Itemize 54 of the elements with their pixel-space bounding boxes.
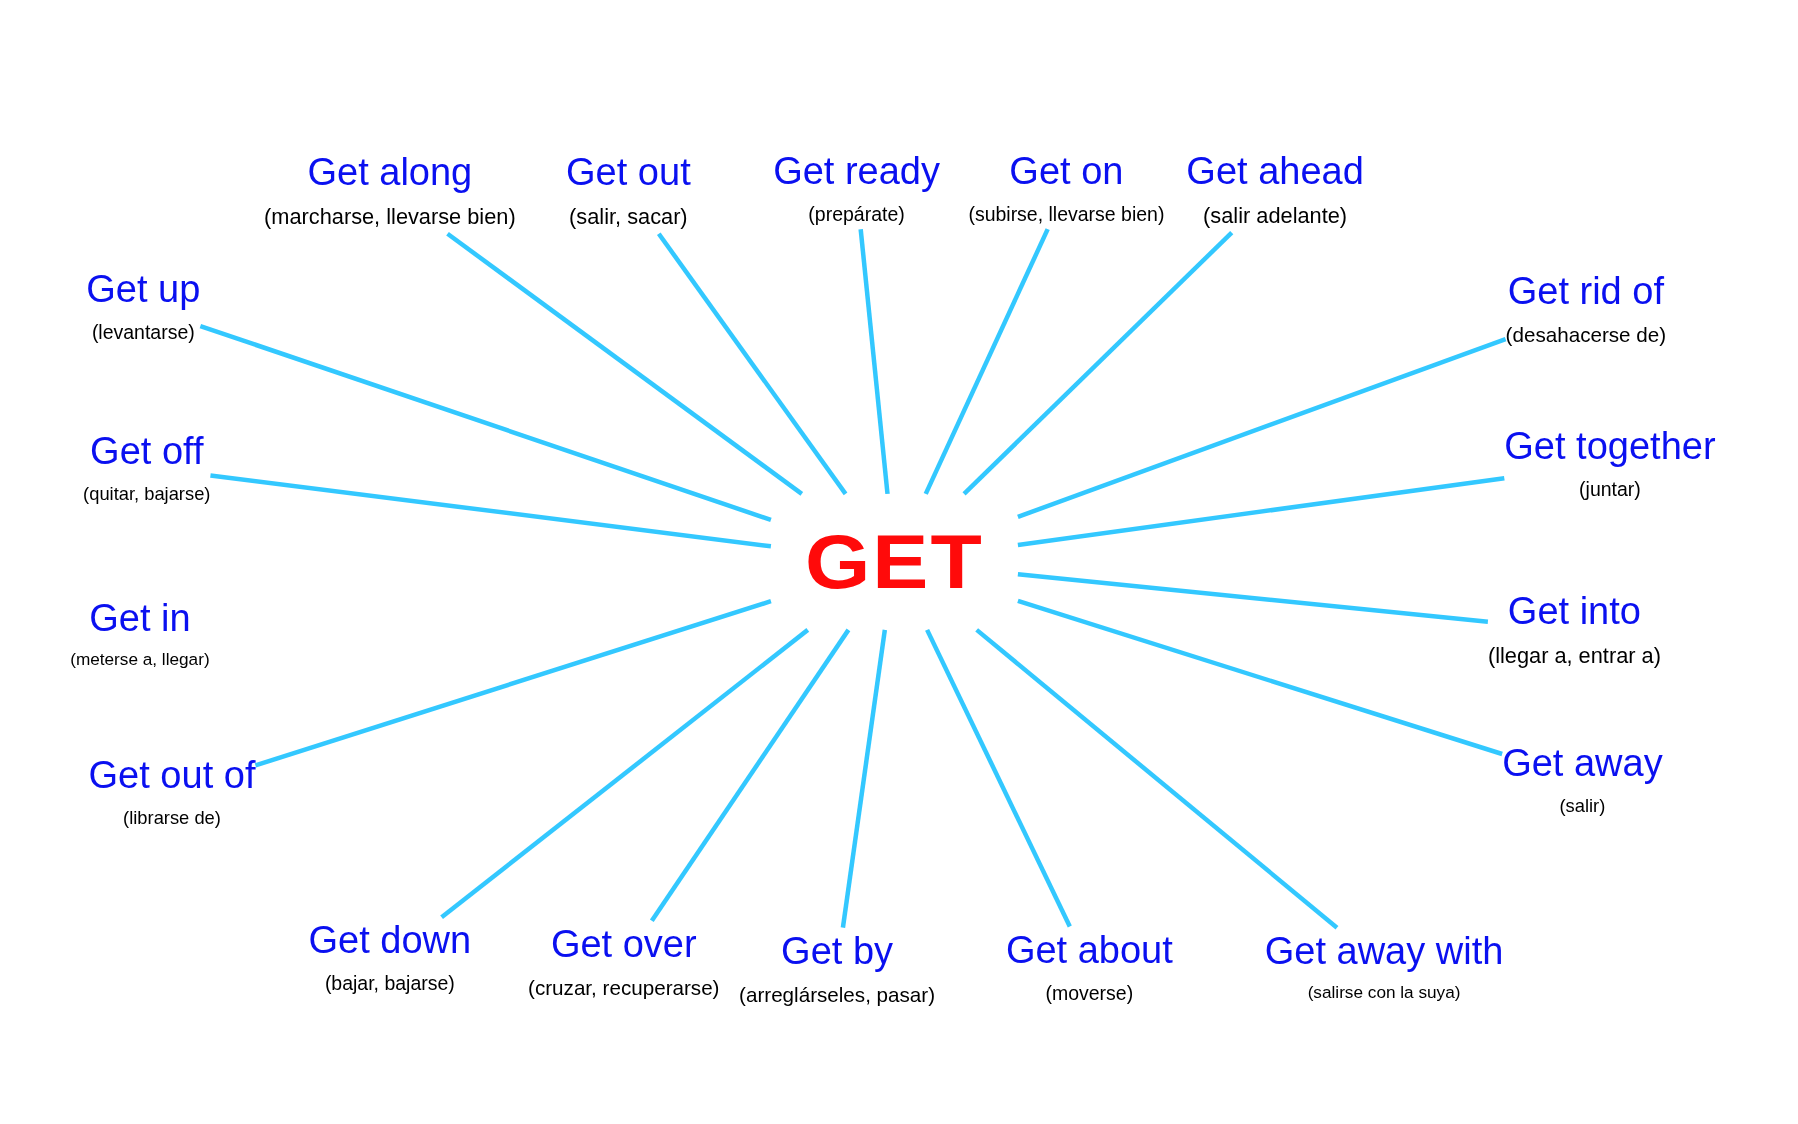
connector-line bbox=[446, 231, 804, 496]
translation: (prepárate) bbox=[808, 201, 905, 227]
phrasal-verb: Get out of bbox=[88, 753, 256, 799]
translation: (bajar, bajarse) bbox=[324, 971, 455, 997]
translation: (subirse, llevarse bien) bbox=[968, 201, 1165, 227]
connector-line bbox=[1017, 336, 1507, 519]
connector-line bbox=[840, 629, 888, 928]
translation: (quitar, bajarse) bbox=[83, 481, 211, 506]
phrasal-verb: Get away bbox=[1502, 740, 1663, 786]
connector-line bbox=[649, 628, 851, 923]
phrasal-verb: Get ahead bbox=[1186, 148, 1364, 194]
translation: (salir adelante) bbox=[1203, 201, 1348, 230]
phrasal-verb: Get over bbox=[550, 921, 697, 967]
translation: (salir, sacar) bbox=[569, 203, 688, 232]
translation: (llegar a, entrar a) bbox=[1487, 642, 1661, 671]
phrasal-verb: Get into bbox=[1507, 589, 1641, 635]
phrasal-verb: Get along bbox=[307, 150, 473, 196]
connector-line bbox=[199, 323, 772, 523]
phrasal-verb: Get down bbox=[308, 918, 472, 964]
translation: (moverse) bbox=[1045, 980, 1134, 1006]
translation: (desahacerse de) bbox=[1505, 322, 1667, 349]
connector-line bbox=[975, 628, 1339, 930]
phrasal-verb: Get in bbox=[89, 596, 191, 642]
phrasal-verb: Get by bbox=[781, 928, 894, 974]
phrasal-verb: Get away with bbox=[1264, 928, 1504, 974]
phrasal-verb: Get rid of bbox=[1507, 269, 1664, 315]
connector-line bbox=[656, 232, 848, 496]
phrasal-verb: Get on bbox=[1009, 148, 1124, 194]
translation: (juntar) bbox=[1579, 477, 1641, 503]
translation: (librarse de) bbox=[123, 806, 221, 831]
translation: (salir) bbox=[1559, 793, 1606, 818]
phrasal-verb: Get about bbox=[1005, 927, 1173, 973]
connector-line bbox=[1017, 598, 1503, 757]
translation: (salirse con la suya) bbox=[1307, 980, 1461, 1004]
translation: (marcharse, llevarse bien) bbox=[264, 203, 516, 232]
translation: (arreglárseles, pasar) bbox=[739, 981, 936, 1008]
connector-line bbox=[923, 228, 1050, 495]
phrasal-verb: Get out bbox=[566, 150, 691, 196]
connector-line bbox=[210, 473, 772, 549]
connector-line bbox=[962, 230, 1234, 496]
connector-line bbox=[925, 628, 1072, 928]
connector-line bbox=[1017, 476, 1505, 548]
translation: (meterse a, llegar) bbox=[70, 648, 210, 672]
phrasal-verb: Get off bbox=[90, 428, 204, 474]
center-word: GET bbox=[804, 524, 984, 600]
connector-line bbox=[858, 228, 890, 495]
translation: (cruzar, recuperarse) bbox=[528, 974, 720, 1001]
translation: (levantarse) bbox=[91, 320, 195, 345]
connector-line bbox=[1017, 572, 1489, 625]
phrasal-verb: Get up bbox=[86, 267, 201, 312]
phrasal-verb: Get ready bbox=[773, 148, 940, 194]
phrasal-verb: Get together bbox=[1504, 424, 1716, 470]
connector-line bbox=[254, 599, 772, 768]
connector-line bbox=[440, 628, 810, 920]
